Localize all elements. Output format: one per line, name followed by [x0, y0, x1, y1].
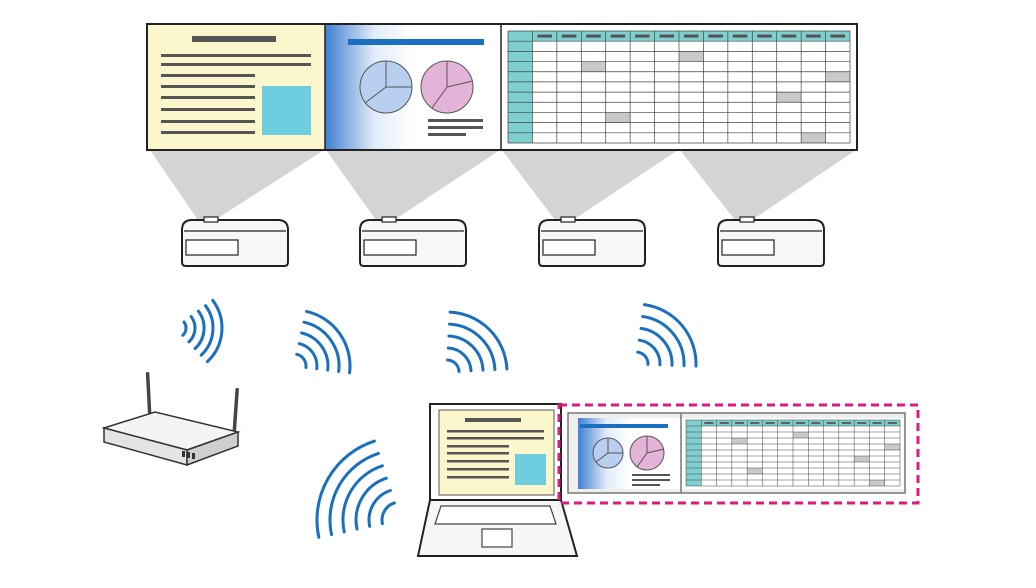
wifi-signal-icon: [181, 298, 224, 364]
ext-pie-pink-icon: [629, 435, 665, 471]
column-header-mark: [887, 422, 897, 424]
ext-pie-blue-icon: [592, 437, 624, 469]
doc-image-block: [262, 86, 311, 135]
ext-spreadsheet-grid: [685, 419, 901, 487]
column-header-mark: [796, 422, 806, 424]
laptop-touchpad: [481, 528, 513, 548]
column-header-mark: [765, 422, 775, 424]
laptop-doc-title: [465, 418, 521, 422]
extended-desktop-dashed-outline: [557, 403, 920, 505]
column-header-mark: [830, 34, 846, 38]
column-header-mark: [586, 34, 601, 38]
column-header-mark: [683, 34, 699, 38]
ext-caption-lines: [632, 474, 670, 486]
doc-title-bar: [192, 36, 276, 42]
screen-frame: [146, 23, 858, 151]
spreadsheet-grid: [507, 30, 851, 144]
projector-icon: [717, 216, 825, 267]
projector-row: [181, 216, 825, 267]
column-header-mark: [872, 422, 882, 424]
column-header-mark: [826, 422, 836, 424]
wifi-signal-icon: [315, 439, 396, 539]
column-header-mark: [750, 422, 760, 424]
column-header-mark: [734, 422, 745, 424]
column-header-mark: [635, 34, 650, 38]
wifi-signal-icon: [636, 303, 698, 368]
projector-icon: [538, 216, 646, 267]
screen-presentation-panel: [325, 24, 501, 150]
doc-text-lines: [161, 54, 311, 134]
column-header-mark: [659, 34, 675, 38]
column-header-mark: [561, 34, 577, 38]
laptop-doc-image: [515, 454, 546, 485]
column-header-mark: [857, 422, 867, 424]
column-header-mark: [704, 422, 714, 424]
pie-chart-blue-icon: [359, 60, 413, 114]
column-header-mark: [610, 34, 626, 38]
screen-document-panel: [147, 24, 325, 150]
wifi-signal-icon: [446, 310, 509, 373]
wireless-router-icon: [101, 371, 241, 467]
extended-desktop-area: [557, 403, 920, 505]
slide-title-bar: [348, 39, 484, 45]
projector-icon: [181, 216, 289, 267]
column-header-mark: [780, 422, 790, 424]
ext-slide-title: [580, 424, 668, 428]
column-header-mark: [537, 34, 552, 38]
column-header-mark: [708, 34, 723, 38]
column-header-mark: [719, 422, 729, 424]
slide-caption-lines: [428, 119, 483, 136]
laptop-icon: [416, 403, 579, 557]
laptop-keyboard: [434, 505, 557, 525]
column-header-mark: [757, 34, 772, 38]
wireless-signals: [181, 298, 698, 539]
column-header-mark: [811, 422, 821, 424]
beam-1: [150, 150, 324, 220]
router-ports: [182, 451, 195, 459]
projection-beams: [150, 150, 856, 220]
column-header-mark: [841, 422, 852, 424]
screen-spreadsheet-panel: [501, 24, 857, 150]
beam-3: [502, 150, 678, 220]
column-header-mark: [806, 34, 821, 38]
beam-4: [680, 150, 856, 220]
wifi-signal-icon: [295, 309, 352, 375]
column-header-mark: [781, 34, 797, 38]
projected-screen: [146, 23, 858, 151]
beam-2: [326, 150, 500, 220]
projector-icon: [359, 216, 467, 267]
column-header-mark: [732, 34, 748, 38]
laptop-doc-lines: [447, 430, 544, 479]
pie-chart-pink-icon: [420, 60, 474, 114]
